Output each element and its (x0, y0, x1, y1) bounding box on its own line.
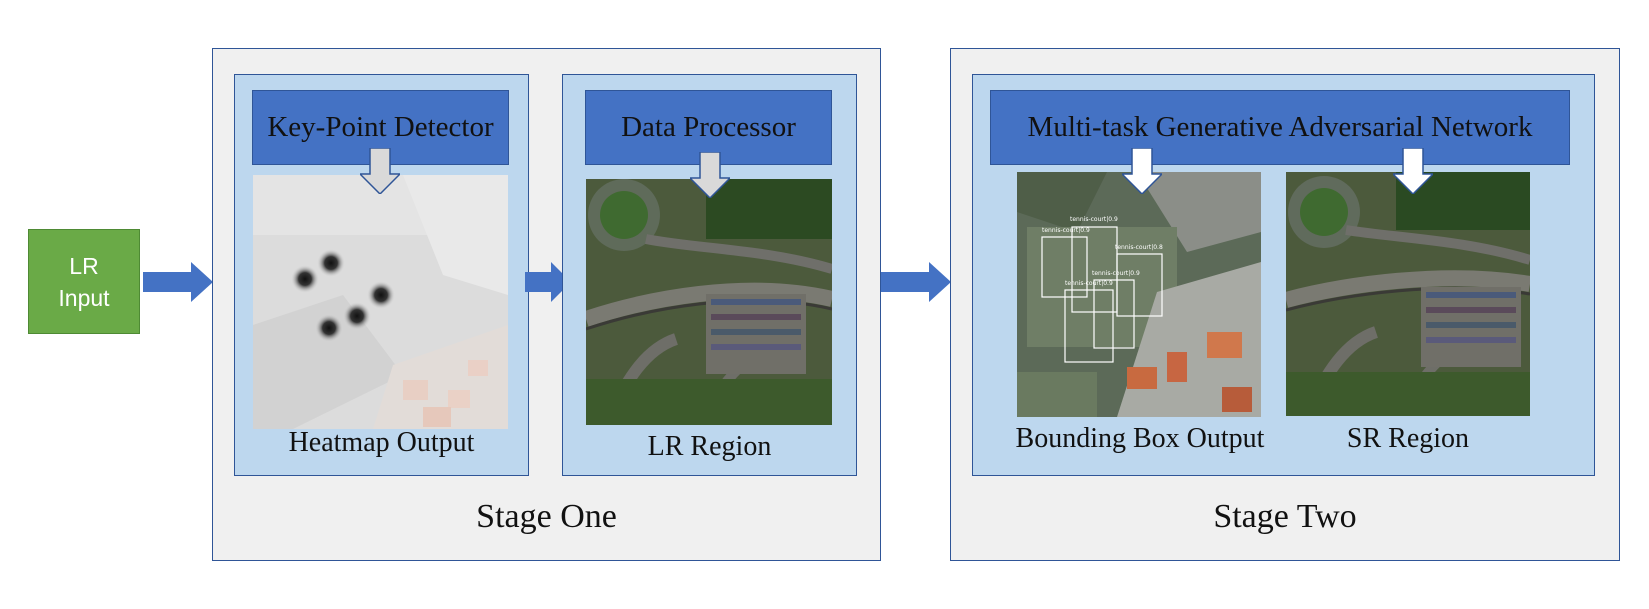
bbox-label-text: tennis-court|0.9 (1042, 227, 1090, 234)
lr-input-line1: LR (69, 252, 99, 279)
keypoint-detector-label: Key-Point Detector (267, 111, 494, 143)
bbox-label-text: tennis-court|0.8 (1115, 244, 1163, 251)
arrow-right-icon (143, 262, 213, 302)
gan-module-label: Multi-task Generative Adversarial Networ… (1027, 111, 1533, 143)
heatmap-image (253, 175, 508, 429)
down-arrow-icon (1122, 148, 1162, 194)
arrow-right-icon (881, 262, 951, 302)
lr-input-block: LR Input (28, 229, 140, 334)
down-arrow-icon (690, 152, 730, 198)
bbox-label-text: tennis-court|0.9 (1070, 216, 1118, 223)
down-arrow-icon (1393, 148, 1433, 194)
bbox-output-caption: Bounding Box Output (1015, 423, 1265, 454)
data-processor-module: Data Processor (585, 90, 832, 165)
heatmap-caption: Heatmap Output (288, 427, 475, 458)
lr-region-caption: LR Region (647, 431, 772, 462)
stage-one-label: Stage One (476, 498, 617, 535)
sr-region-caption: SR Region (1346, 423, 1470, 454)
stage-two-label: Stage Two (1213, 498, 1357, 535)
bbox-label-text: tennis-court|0.9 (1065, 280, 1113, 287)
down-arrow-icon (360, 148, 400, 194)
data-processor-label: Data Processor (621, 111, 796, 143)
gan-module: Multi-task Generative Adversarial Networ… (990, 90, 1570, 165)
lr-input-line2: Input (58, 284, 110, 311)
sr-region-image (1286, 172, 1530, 416)
arrow-right-icon (525, 262, 571, 302)
bbox-label-text: tennis-court|0.9 (1092, 270, 1140, 277)
bbox-output-image: tennis-court|0.9 tennis-court|0.9 tennis… (1017, 172, 1261, 417)
lr-region-image (586, 179, 832, 425)
